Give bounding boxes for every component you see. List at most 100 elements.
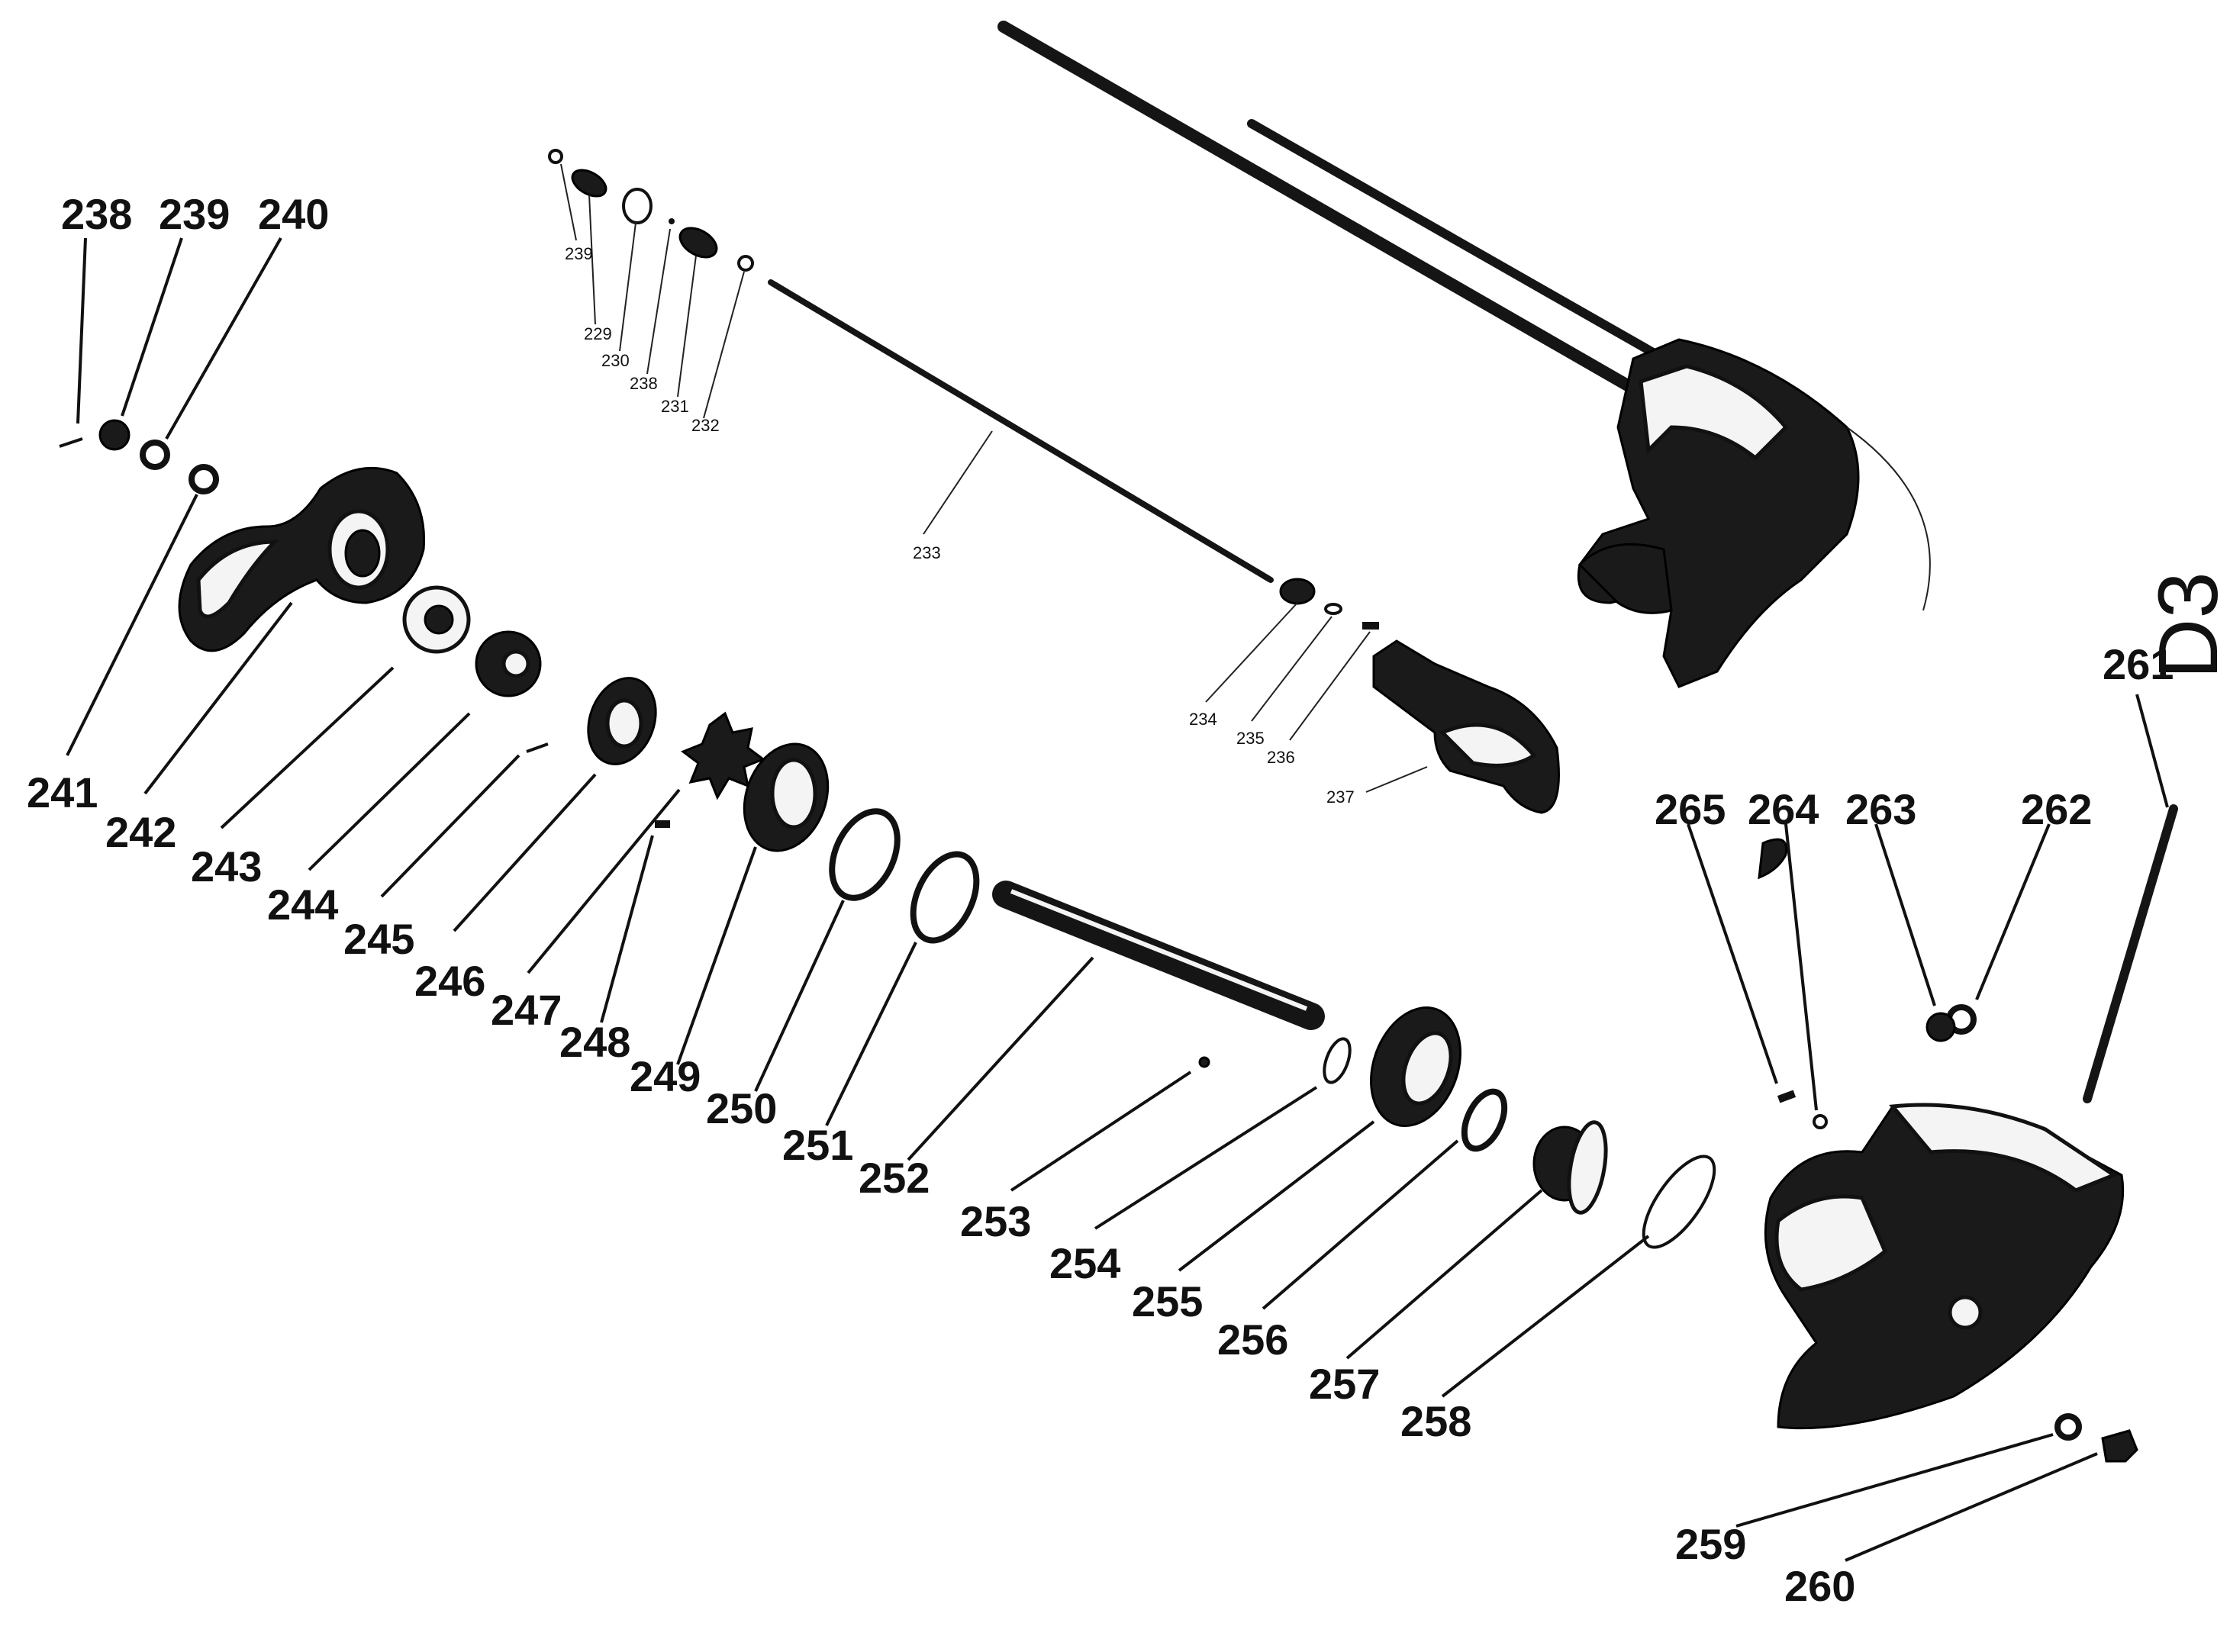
part-249-pump-face [770, 758, 817, 829]
part-236 [1362, 622, 1379, 630]
leader-s234 [1205, 602, 1298, 703]
part-238-cotter-pin [59, 437, 83, 448]
label-240: 240 [258, 190, 329, 238]
label-252: 252 [859, 1154, 930, 1202]
label-245: 245 [343, 915, 414, 963]
leader-s235 [1251, 616, 1333, 722]
part-248-key [655, 820, 670, 828]
label-s237: 237 [1326, 787, 1355, 807]
leader-242 [143, 601, 293, 795]
label-251: 251 [782, 1121, 853, 1169]
part-237-highlight [1439, 723, 1537, 768]
part-number-labels: 238 239 240 241 242 243 244 245 246 247 … [27, 190, 2174, 1610]
label-242: 242 [105, 808, 176, 856]
part-265-screw [1777, 1090, 1797, 1103]
part-242-blade-highlight [196, 539, 280, 619]
part-256-ring [1461, 1088, 1508, 1152]
label-247: 247 [491, 986, 562, 1034]
leader-257 [1345, 1189, 1543, 1360]
label-s231: 231 [661, 397, 689, 416]
part-259-washer [2054, 1413, 2082, 1441]
label-255: 255 [1132, 1277, 1203, 1325]
part-242-hub-bore [344, 529, 381, 578]
leader-s237 [1365, 766, 1428, 793]
part-240-washer [140, 440, 170, 470]
leader-256 [1262, 1139, 1459, 1310]
label-256: 256 [1217, 1315, 1288, 1364]
part-241-washer [189, 464, 219, 494]
leader-243 [220, 666, 395, 829]
label-239: 239 [159, 190, 230, 238]
part-252-propeller-shaft [992, 881, 1325, 1030]
label-s238: 238 [630, 374, 658, 393]
part-230-oring [622, 188, 653, 224]
part-261-water-tube [2083, 804, 2178, 1103]
upper-housing-highlight [1639, 364, 1789, 461]
propeller-shaft-group [992, 881, 1716, 1249]
leader-239 [121, 237, 183, 417]
part-239-nut [98, 419, 131, 451]
leader-240 [165, 237, 282, 440]
part-254-ring [1323, 1037, 1352, 1084]
leader-s239 [560, 163, 577, 241]
label-248: 248 [559, 1018, 630, 1066]
part-229-seal [571, 169, 607, 198]
part-243-hub-center [424, 604, 454, 635]
part-245-pin [526, 742, 549, 753]
lower-gear-housing [1758, 804, 2178, 1463]
leader-248 [600, 835, 654, 1023]
label-258: 258 [1400, 1397, 1471, 1445]
part-264-washer [1813, 1114, 1828, 1129]
leader-lines [66, 237, 2169, 1562]
label-265: 265 [1655, 785, 1726, 833]
sheet-marker: D3 [2141, 572, 2230, 679]
label-s236: 236 [1267, 748, 1295, 767]
label-246: 246 [414, 957, 485, 1005]
upper-housing-skeg [1577, 543, 1673, 614]
leader-264 [1784, 823, 1818, 1111]
label-263: 263 [1845, 785, 1916, 833]
propeller-parts-group [59, 419, 980, 944]
label-261: 261 [2103, 640, 2174, 688]
part-247-impeller [680, 711, 766, 800]
leader-261 [2135, 694, 2169, 808]
leader-265 [1687, 823, 1778, 1084]
label-s239: 239 [565, 244, 593, 263]
long-water-tube [1247, 119, 1668, 363]
label-s230: 230 [601, 351, 630, 370]
gear-housing-cavitation-plate [1889, 1103, 2119, 1193]
part-235 [1324, 603, 1342, 615]
leader-255 [1178, 1120, 1375, 1272]
part-233-shaft [768, 279, 1274, 583]
part-255-bearing-race [1401, 1031, 1453, 1106]
label-254: 254 [1049, 1239, 1120, 1287]
label-264: 264 [1748, 785, 1819, 833]
leader-s238 [646, 228, 671, 375]
part-264-clip [1758, 838, 1788, 880]
label-244: 244 [267, 881, 338, 929]
part-252-highlight [1010, 889, 1308, 1011]
leader-245 [380, 754, 520, 898]
leader-s233 [923, 430, 993, 535]
leader-247 [527, 788, 681, 974]
lower-shaft-assembly: 233 234 235 236 237 [768, 279, 1560, 814]
leader-258 [1441, 1235, 1650, 1398]
label-260: 260 [1784, 1562, 1855, 1610]
upper-housing-propeller-arc [1846, 427, 1931, 611]
leader-241 [66, 494, 198, 756]
label-s229: 229 [584, 324, 612, 343]
label-s234: 234 [1189, 710, 1217, 729]
leader-262 [1975, 823, 2051, 1000]
label-243: 243 [191, 842, 262, 890]
drive-shaft-housing-assembly [997, 21, 1931, 688]
part-251-ring [910, 851, 980, 944]
leader-259 [1735, 1433, 2054, 1528]
gear-housing-body [1764, 1103, 2125, 1430]
leader-s231 [677, 255, 697, 398]
leader-252 [907, 956, 1094, 1161]
leader-244 [308, 712, 471, 871]
small-parts-cluster: 239 229 230 238 231 232 [548, 149, 754, 435]
gear-housing-drain-hole [1948, 1295, 1983, 1330]
part-260-screw [2101, 1429, 2138, 1463]
